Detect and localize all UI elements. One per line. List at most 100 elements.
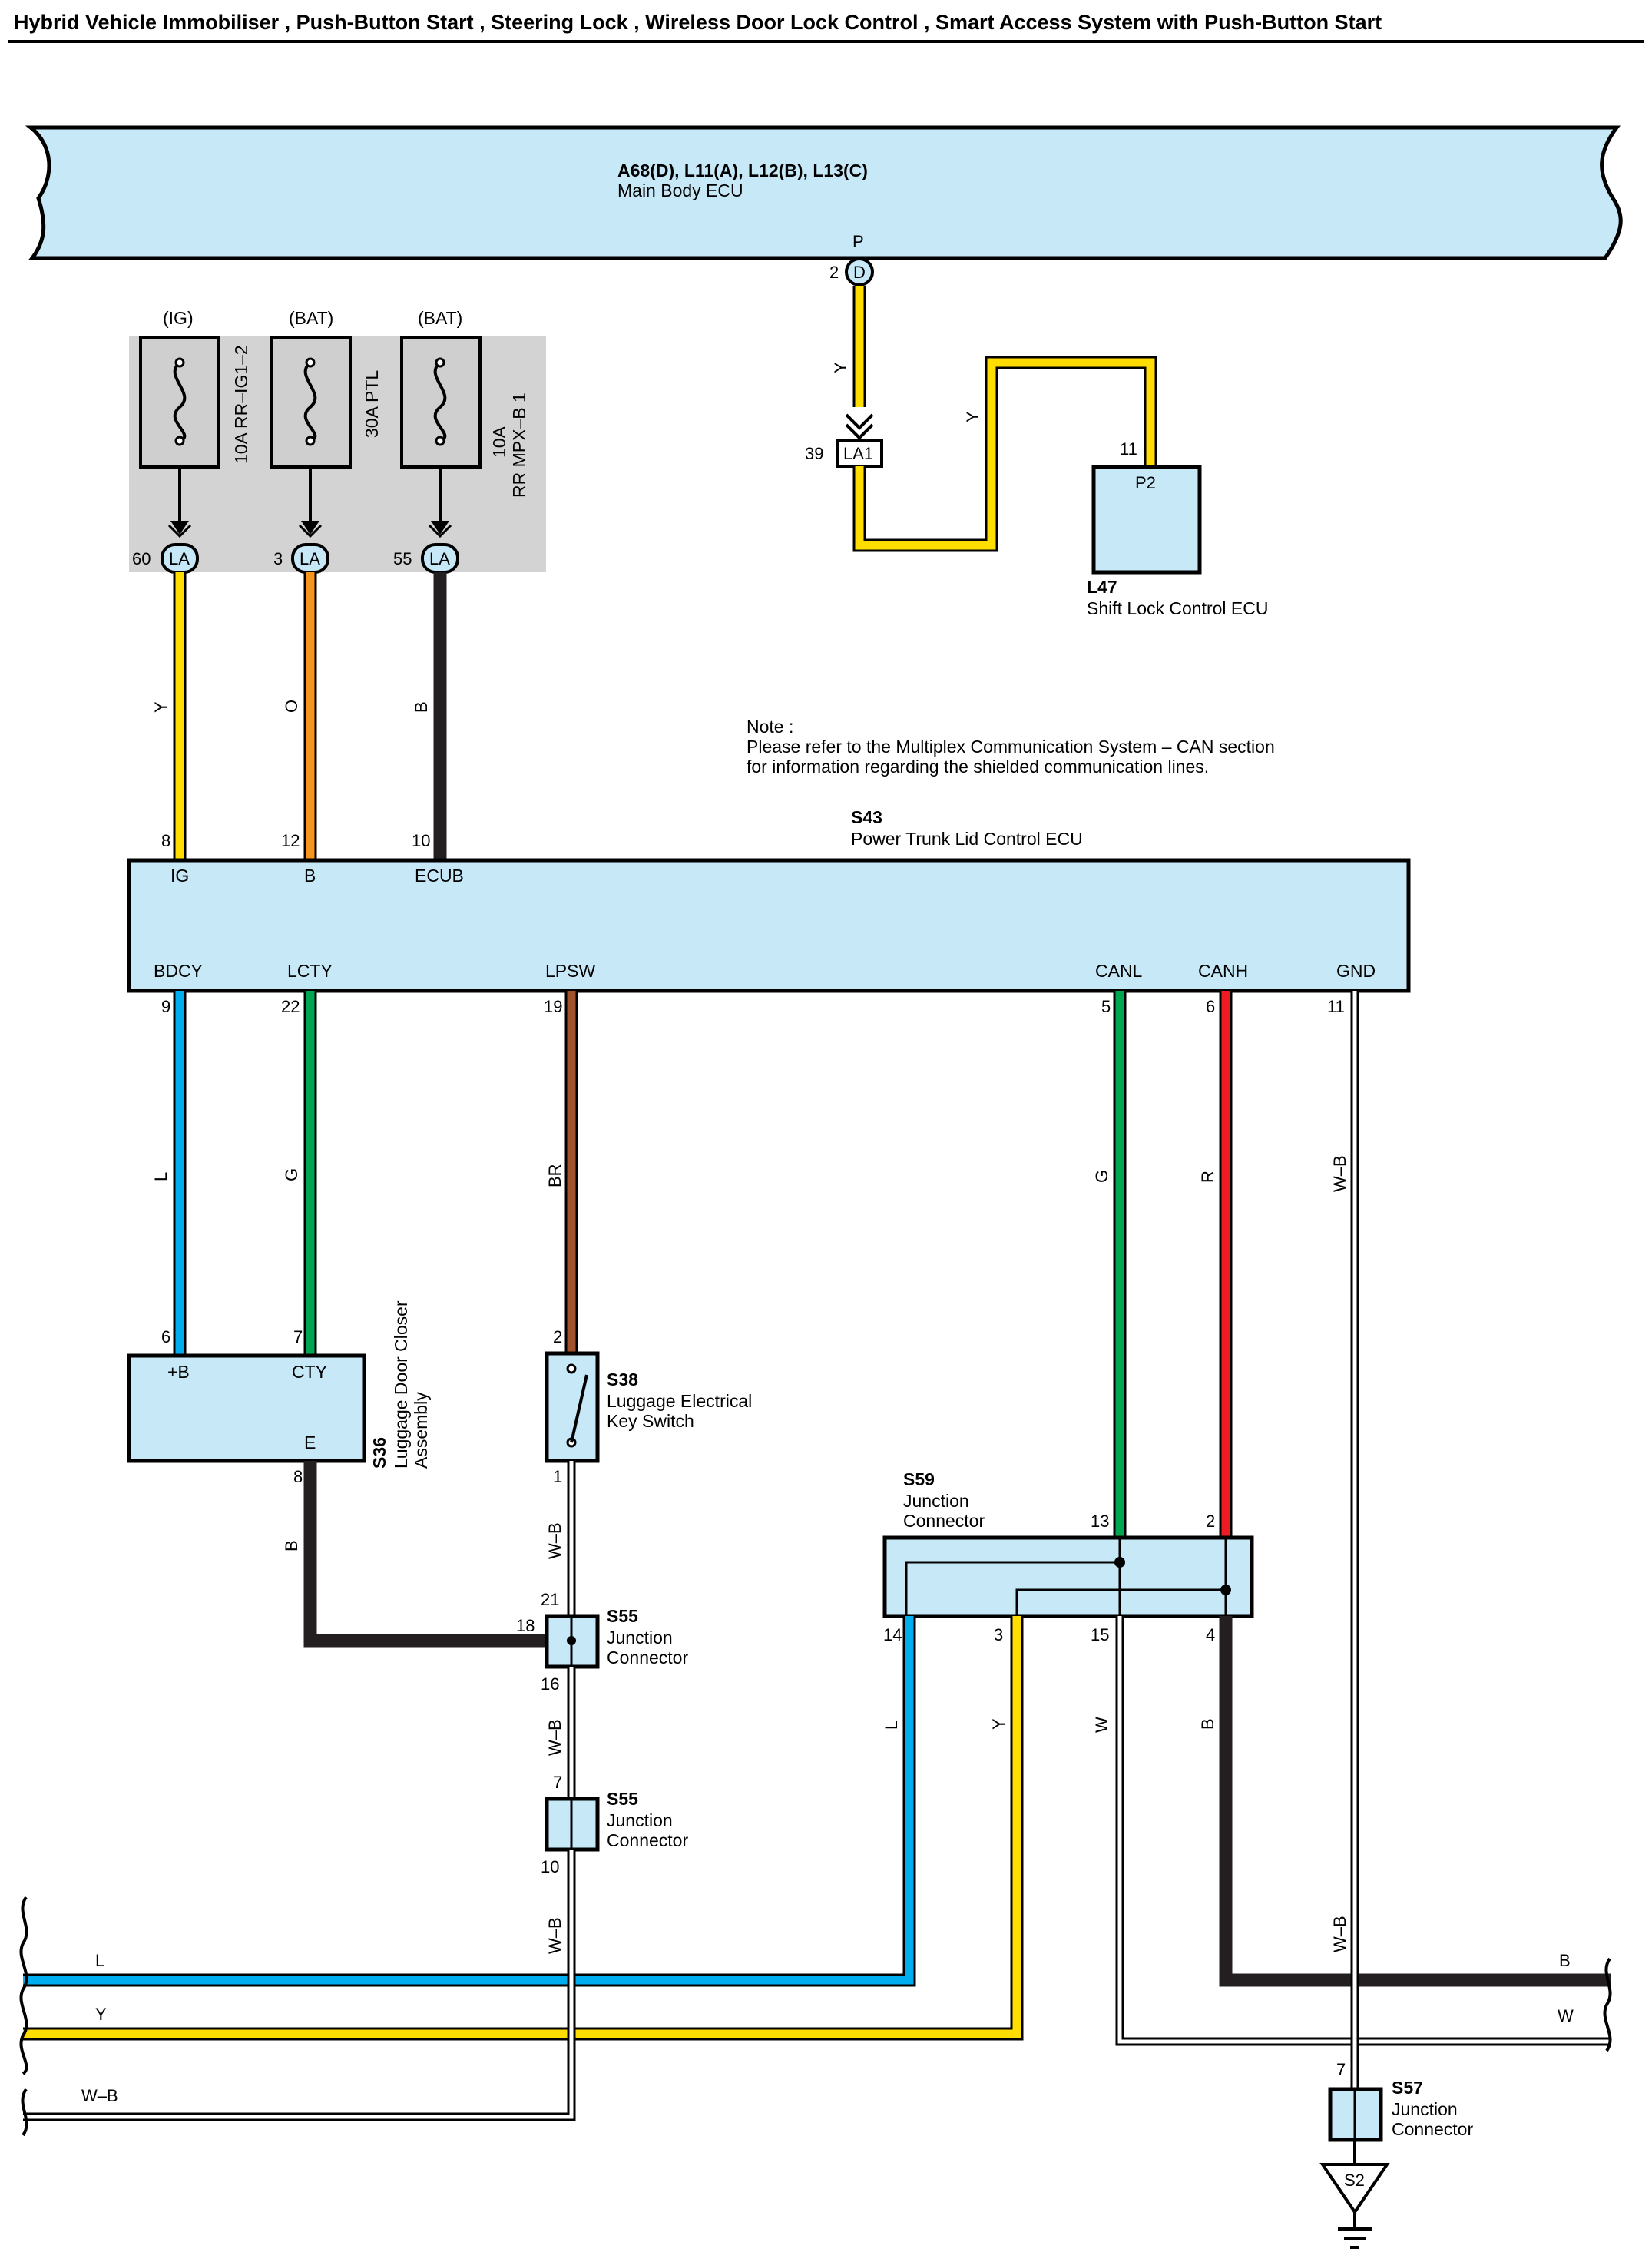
power-trunk-ecu-code: S43 bbox=[851, 807, 882, 827]
bus-label-y: Y bbox=[95, 2005, 107, 2024]
wire-color-closer-e: B bbox=[282, 1540, 301, 1552]
fuse-3-terminal-bottom bbox=[435, 436, 445, 446]
s55a-name-2: Connector bbox=[607, 1648, 688, 1668]
closer-box bbox=[127, 1353, 366, 1463]
closer-terminal-e: E bbox=[304, 1432, 316, 1452]
wire-color-s55-link: W–B bbox=[545, 1719, 564, 1756]
ecu-pin-bdcy: 9 bbox=[161, 997, 170, 1016]
wire-color-s59-15: W bbox=[1092, 1717, 1111, 1733]
note-line-3: for information regarding the shielded c… bbox=[747, 757, 1209, 777]
closer-terminal-b: +B bbox=[167, 1362, 190, 1382]
p2-pin: 11 bbox=[1120, 439, 1137, 459]
fuse-2-terminal-bottom bbox=[305, 436, 316, 446]
s55a-pin-bottom: 16 bbox=[541, 1674, 559, 1694]
key-switch-code: S38 bbox=[607, 1369, 638, 1389]
la-connector-3-pin: 55 bbox=[393, 549, 412, 568]
closer-name-2: Assembly bbox=[411, 1392, 431, 1469]
fuse-1-label: 10A RR–IG1–2 bbox=[231, 345, 251, 464]
s57-name-2: Connector bbox=[1392, 2119, 1473, 2139]
main-body-ecu-name: Main Body ECU bbox=[617, 180, 743, 200]
ecu-terminal-ig: IG bbox=[170, 866, 189, 886]
la-connector-2-pin: 3 bbox=[273, 549, 283, 568]
wire-color-b: O bbox=[282, 700, 301, 713]
key-switch-pin-bottom: 1 bbox=[553, 1467, 562, 1486]
s59-pin-3: 3 bbox=[994, 1625, 1003, 1644]
power-trunk-ecu-box bbox=[127, 858, 1411, 993]
left-break-mark-1 bbox=[19, 1896, 28, 2075]
key-switch-name-1: Luggage Electrical bbox=[607, 1391, 752, 1411]
la-connector-3-label: LA bbox=[429, 549, 450, 568]
wire-color-canh: R bbox=[1198, 1171, 1217, 1183]
s55a-node bbox=[567, 1636, 576, 1645]
fuse-1-box bbox=[139, 336, 220, 469]
s59-pin-14: 14 bbox=[883, 1625, 902, 1644]
ecu-terminal-lpsw: LPSW bbox=[545, 961, 595, 981]
key-switch-pin-top: 2 bbox=[553, 1327, 562, 1346]
shift-lock-ecu-box bbox=[1091, 465, 1202, 575]
wire-wb-bus bbox=[23, 1850, 574, 2119]
la-connector-1-label: LA bbox=[169, 549, 190, 568]
ecu-terminal-canl: CANL bbox=[1095, 961, 1143, 981]
s59-pin-15: 15 bbox=[1091, 1625, 1109, 1644]
wire-shift-yellow bbox=[855, 358, 1155, 550]
fuse-3-chevron bbox=[428, 524, 452, 538]
wire-color-lcty: G bbox=[282, 1168, 301, 1181]
switch-contact-top bbox=[566, 1363, 577, 1374]
plug-chevron-2 bbox=[845, 423, 874, 440]
wire-color-s59-14: L bbox=[882, 1721, 901, 1730]
main-body-ecu-terminal-p: P bbox=[852, 232, 864, 251]
s55b-name-2: Connector bbox=[607, 1830, 688, 1850]
ecu-pin-lcty: 22 bbox=[281, 997, 300, 1016]
wire-color-switch: W–B bbox=[545, 1522, 564, 1559]
bus-label-b: B bbox=[1559, 1951, 1571, 1970]
fuse-2-arrow bbox=[301, 521, 319, 535]
power-trunk-ecu-name: Power Trunk Lid Control ECU bbox=[851, 829, 1083, 849]
fuse-2-box bbox=[270, 336, 352, 469]
fuse-2-icon bbox=[303, 361, 317, 442]
closer-name-1: Luggage Door Closer bbox=[391, 1300, 411, 1469]
diagram-title: Hybrid Vehicle Immobiliser , Push-Button… bbox=[14, 11, 1382, 34]
shift-lock-name: Shift Lock Control ECU bbox=[1087, 598, 1268, 618]
plug-chevron-1 bbox=[845, 413, 874, 430]
la1-label: LA1 bbox=[843, 444, 873, 463]
wire-l-bus-outline bbox=[23, 1616, 916, 1987]
closer-terminal-cty: CTY bbox=[292, 1362, 327, 1382]
s59-pin-4: 4 bbox=[1206, 1625, 1215, 1644]
s59-link-14 bbox=[905, 1561, 1120, 1616]
ecu-terminal-lcty: LCTY bbox=[287, 961, 333, 981]
main-body-ecu-pin: 2 bbox=[829, 263, 839, 282]
fuse-3-label-a: 10A bbox=[489, 426, 509, 458]
bus-label-w: W bbox=[1558, 2006, 1574, 2025]
ground-point-label: S2 bbox=[1344, 2171, 1365, 2190]
fuse-1-terminal-bottom bbox=[174, 436, 185, 446]
main-body-ecu-box bbox=[25, 125, 1623, 260]
wire-l-bus bbox=[23, 1616, 914, 1985]
main-body-ecu-code: A68(D), L11(A), L12(B), L13(C) bbox=[617, 161, 868, 180]
s55a-name-1: Junction bbox=[607, 1628, 673, 1648]
s55b-name-1: Junction bbox=[607, 1810, 673, 1830]
fuse-1-icon bbox=[173, 361, 187, 442]
s55b-pin-top: 7 bbox=[553, 1773, 562, 1792]
fuse-3-box bbox=[400, 336, 482, 469]
fuse-3-label-b: RR MPX–B 1 bbox=[509, 392, 529, 498]
wire-b-bus bbox=[1219, 1616, 1611, 1987]
ecu-pin-canl: 5 bbox=[1101, 997, 1111, 1016]
fuse-3-arrow bbox=[431, 521, 449, 535]
s59-name-1: Junction bbox=[903, 1491, 969, 1511]
s59-node-h bbox=[1220, 1585, 1231, 1595]
bus-label-wb: W–B bbox=[81, 2086, 118, 2105]
wire-color-lpsw: BR bbox=[545, 1164, 564, 1187]
s55a-pin-left: 18 bbox=[516, 1616, 535, 1635]
switch-blade bbox=[570, 1374, 588, 1443]
fuse-2-chevron bbox=[298, 524, 323, 538]
wire-w-bus bbox=[1117, 1616, 1611, 2044]
wire-closer-e bbox=[303, 1461, 547, 1648]
fuse-1-arrow bbox=[170, 521, 189, 535]
wire-y-bus bbox=[23, 1616, 1021, 2038]
wire-color-gnd-lower: W–B bbox=[1330, 1916, 1349, 1952]
s59-box bbox=[882, 1535, 1254, 1618]
ecu-terminal-gnd: GND bbox=[1336, 961, 1376, 981]
key-switch-name-2: Key Switch bbox=[607, 1411, 694, 1431]
s59-pin-13: 13 bbox=[1091, 1512, 1109, 1531]
left-break-mark-2 bbox=[21, 2088, 28, 2137]
